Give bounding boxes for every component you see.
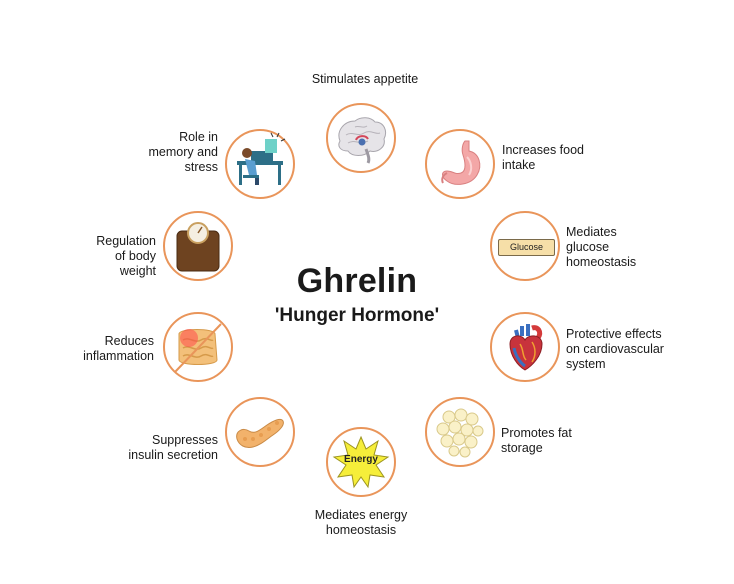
energy-label-tag: Energy — [344, 454, 378, 465]
node-fat — [425, 397, 495, 467]
stressed-person-icon — [237, 132, 286, 185]
inflamed-intestine-icon — [174, 323, 222, 373]
node-body-weight — [163, 211, 233, 281]
node-energy: Energy — [326, 427, 396, 497]
node-appetite — [326, 103, 396, 173]
diagram-subtitle: 'Hunger Hormone' — [274, 305, 440, 326]
energy-burst-icon — [332, 435, 390, 489]
heart-icon — [509, 324, 543, 371]
node-inflammation — [163, 312, 233, 382]
node-food-intake — [425, 129, 495, 199]
stomach-icon — [441, 140, 481, 185]
node-cardio — [490, 312, 560, 382]
label-appetite: Stimulates appetite — [311, 72, 419, 86]
node-insulin — [225, 397, 295, 467]
diagram-title: Ghrelin — [296, 262, 418, 300]
brain-icon — [338, 117, 387, 164]
scale-icon — [176, 222, 220, 272]
glucose-tag-icon: Glucose — [498, 239, 555, 256]
fat-cells-icon — [436, 408, 484, 458]
pancreas-icon — [236, 418, 284, 448]
node-memory — [225, 129, 295, 199]
node-glucose: Glucose — [490, 211, 560, 281]
